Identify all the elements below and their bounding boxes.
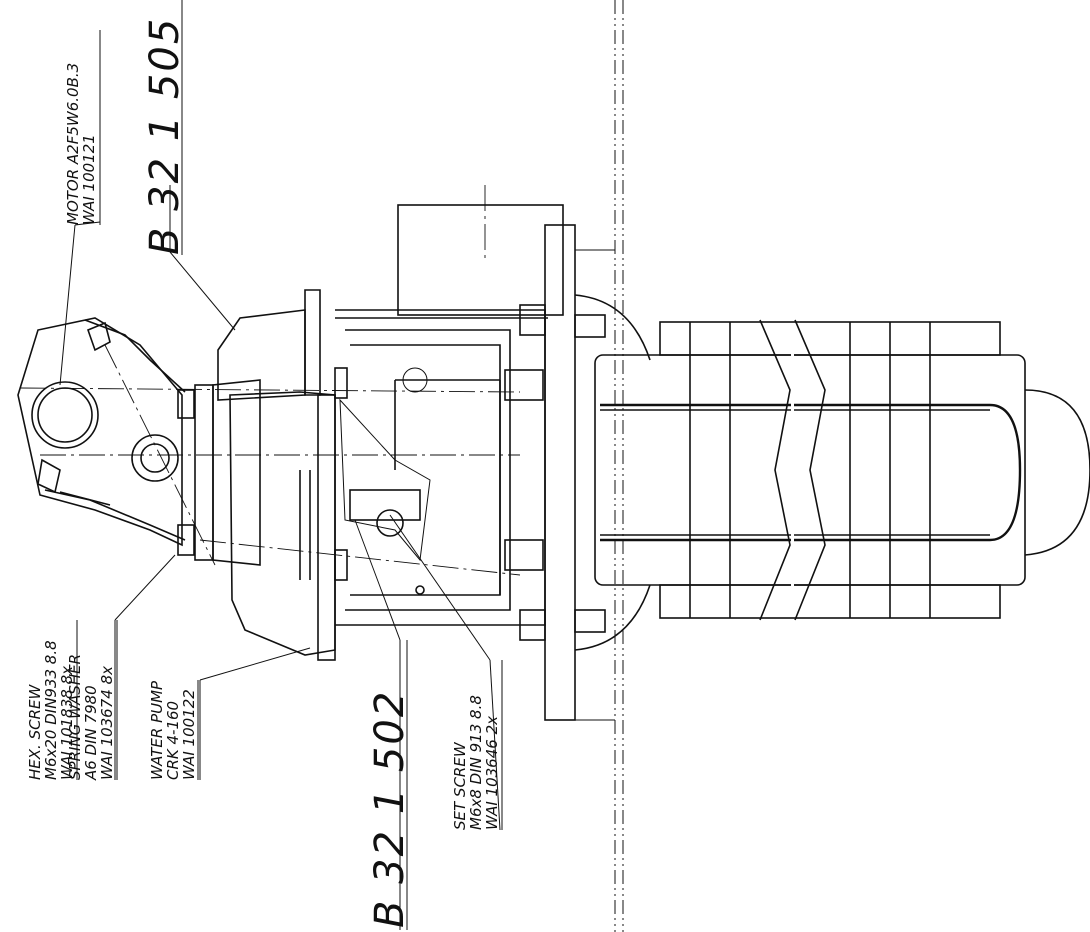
- motor-label-line2: WAI 100121: [80, 134, 98, 225]
- hex-screw-line3: WAI 101838 8x: [58, 666, 76, 780]
- hex-screw-line2: M6x20 DIN933 8.8: [42, 640, 60, 780]
- motor-assembly: [17, 317, 195, 556]
- drawing-number-bottom-text: B 32 1 502: [367, 690, 413, 928]
- water-pump-line2: CRK 4-160: [164, 701, 182, 780]
- set-screw-line1: SET SCREW: [451, 741, 469, 830]
- water-pump-line3: WAI 100122: [180, 689, 198, 780]
- set-screw-label: SET SCREW M6x8 DIN 913 8.8 WAI 103646 2x: [451, 695, 501, 830]
- motor-label-line1: MOTOR A2F5W6.0B.3: [64, 63, 82, 225]
- drawing-number-top: B 32 1 505: [142, 17, 188, 255]
- set-screw-line3: WAI 103646 2x: [483, 716, 501, 830]
- set-screw-line2: M6x8 DIN 913 8.8: [467, 695, 485, 830]
- mounting-bracket: [335, 204, 564, 641]
- drawing-number-bottom: B 32 1 502: [367, 690, 413, 928]
- water-pump-line1: WATER PUMP: [148, 680, 166, 780]
- spring-washer-label: SPRING WASHER A6 DIN 7980 WAI 103674 8x: [66, 654, 116, 781]
- leader-lines: [59, 185, 501, 930]
- water-pump-label: WATER PUMP CRK 4-160 WAI 100122: [148, 680, 198, 780]
- centerlines: [19, 0, 624, 932]
- label-underlines: [76, 0, 503, 930]
- rod-tube: [594, 319, 1090, 621]
- spring-washer-line2: A6 DIN 7980: [82, 685, 100, 781]
- hex-screw-label: HEX. SCREW M6x20 DIN933 8.8 WAI 101838 8…: [26, 640, 76, 780]
- spring-washer-line3: WAI 103674 8x: [98, 666, 116, 780]
- base-plate: [544, 224, 651, 721]
- drawing-number-top-text: B 32 1 505: [142, 17, 188, 255]
- hex-screw-line1: HEX. SCREW: [26, 684, 44, 780]
- spring-washer-line1: SPRING WASHER: [66, 654, 84, 780]
- motor-label: MOTOR A2F5W6.0B.3 WAI 100121: [64, 63, 98, 225]
- water-pump: [194, 289, 431, 661]
